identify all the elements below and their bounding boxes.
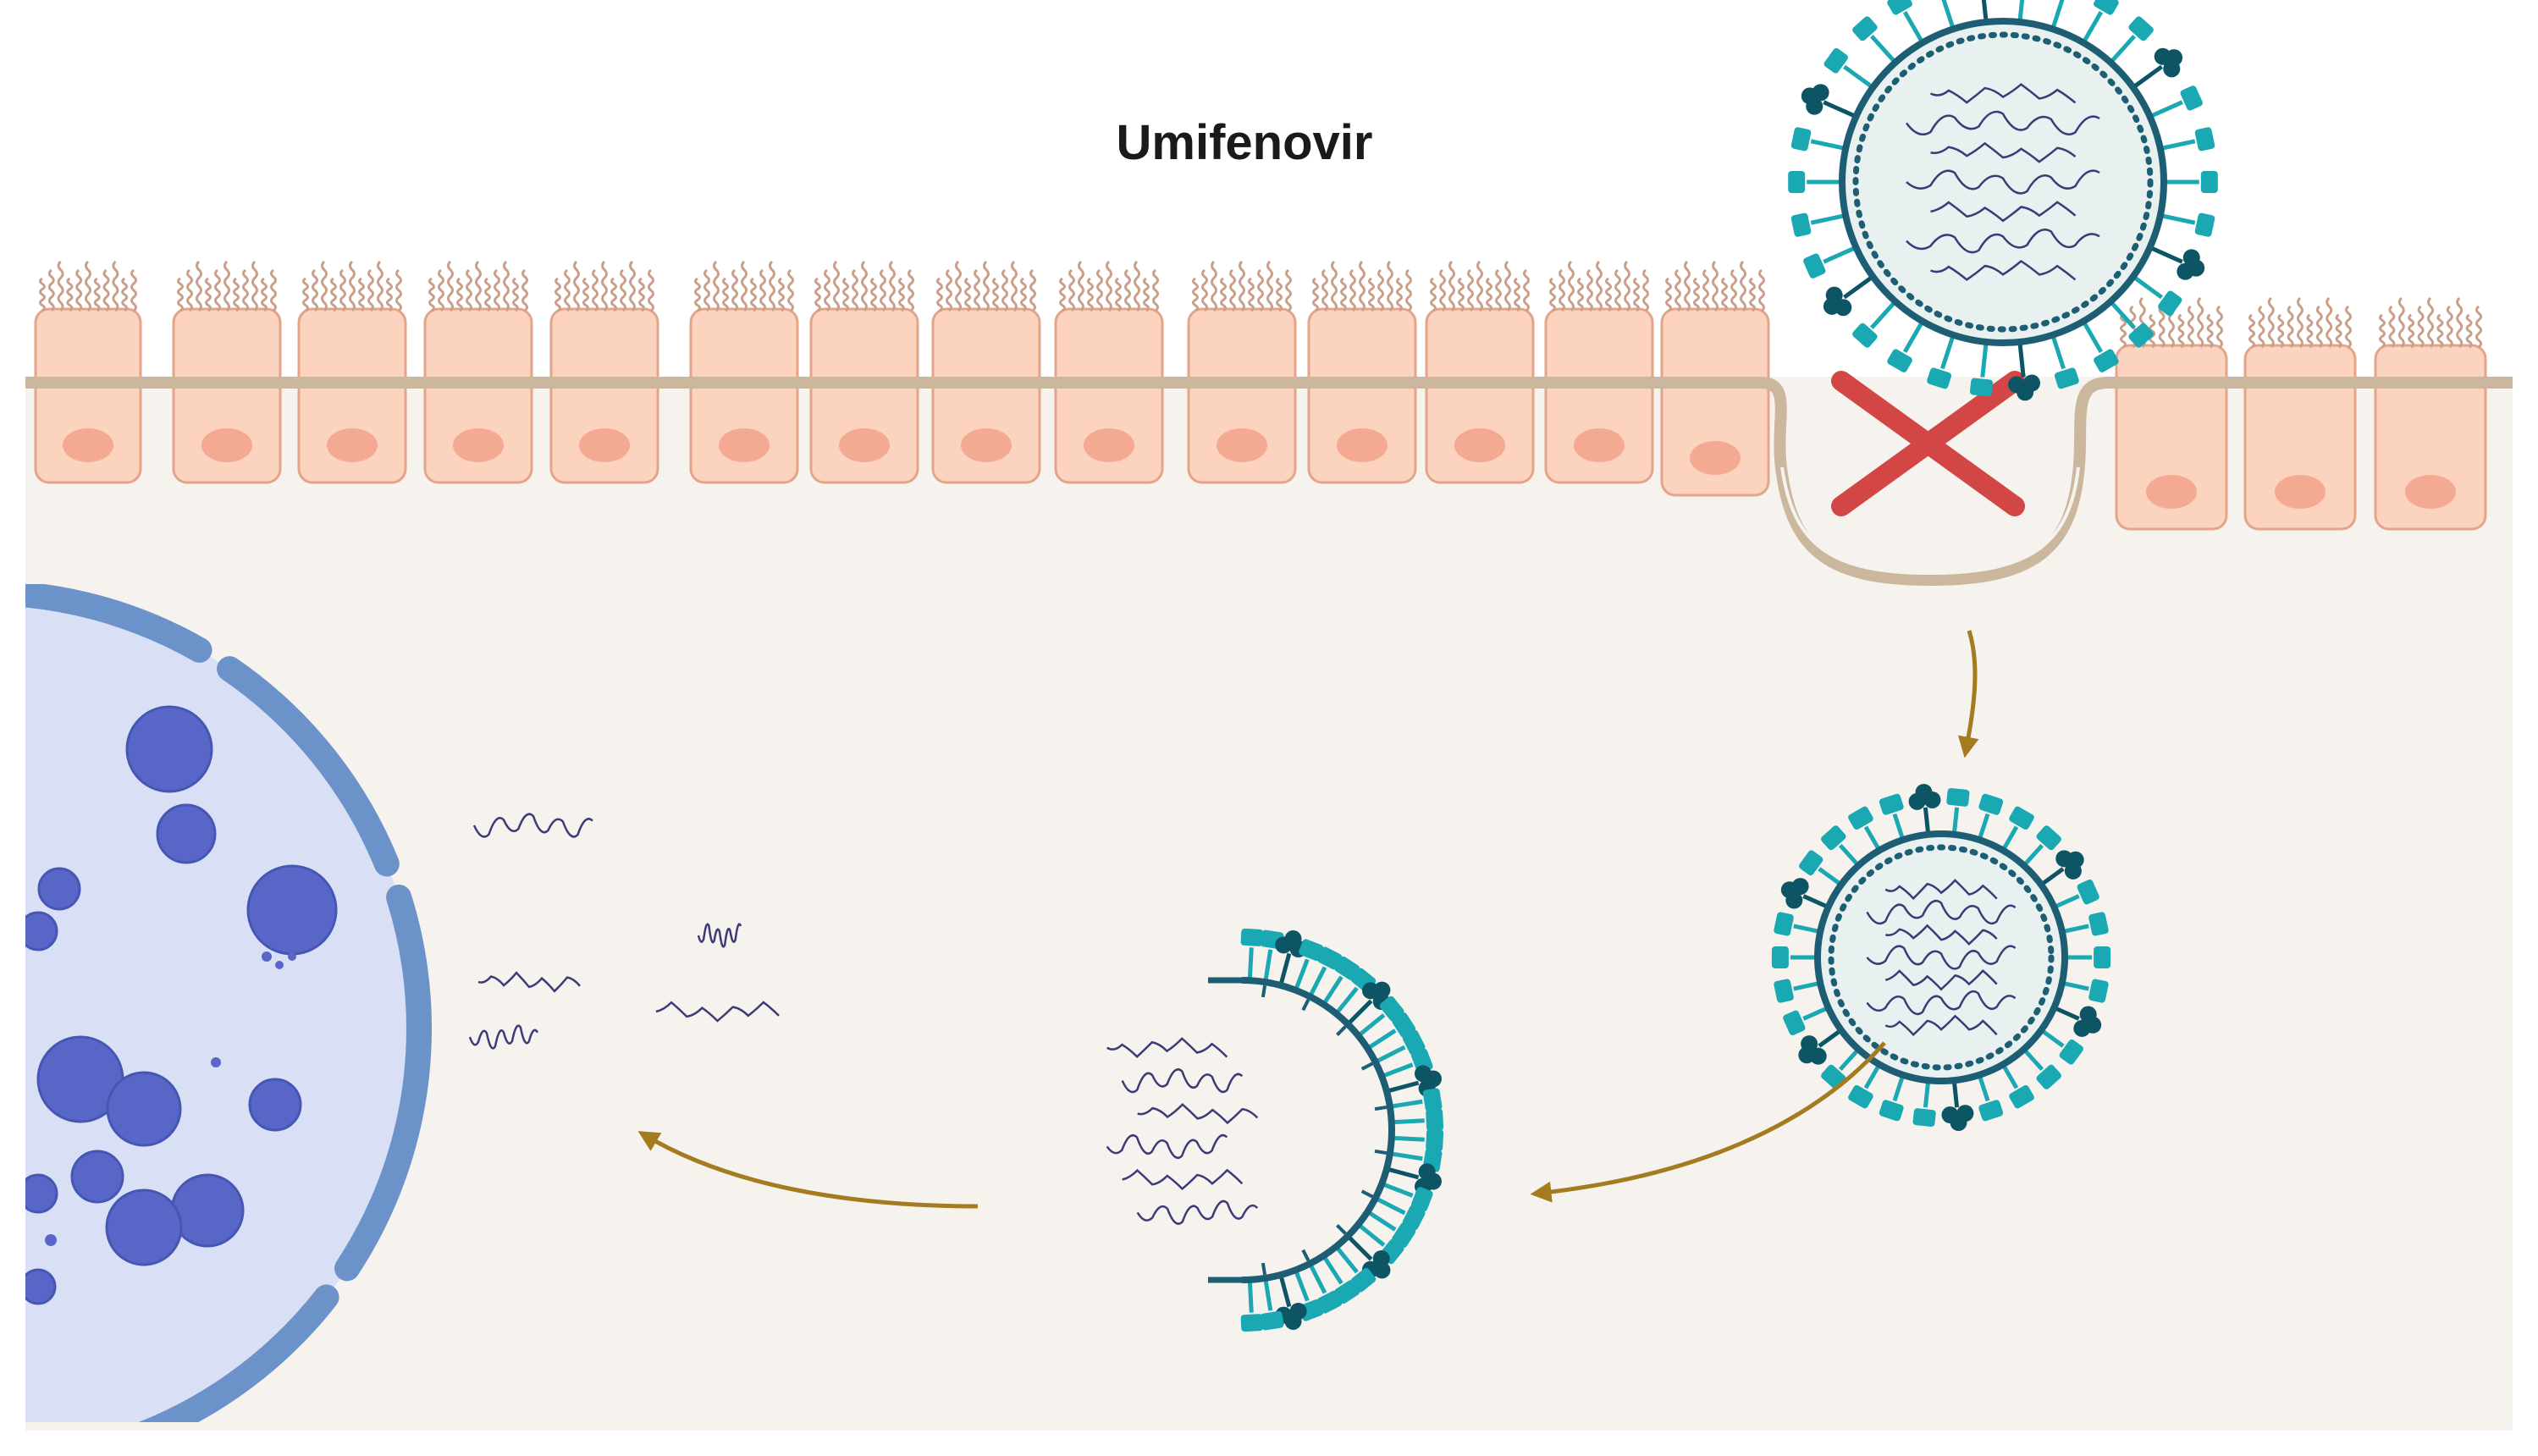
pathway-arrow-icon <box>1530 1041 1886 1203</box>
epithelial-cell <box>1054 260 1164 484</box>
epithelial-cell <box>1187 260 1297 484</box>
cilia <box>554 260 654 312</box>
viral-rna <box>1106 1037 1259 1225</box>
host-nucleus <box>25 584 432 1422</box>
nucleolus <box>37 867 81 911</box>
epithelial-cell <box>689 260 799 484</box>
nucleolus <box>125 705 213 793</box>
influenza-virion-icon <box>1788 0 2218 401</box>
epithelial-cell <box>549 260 659 484</box>
cilia <box>1059 260 1159 312</box>
epithelial-cell <box>931 260 1041 484</box>
cilia <box>1312 260 1412 312</box>
cilia <box>1430 260 1530 312</box>
epithelial-cell <box>1307 260 1417 484</box>
drug-label: Umifenovir <box>1117 115 1373 170</box>
nucleolus <box>25 1173 58 1214</box>
nucleolus <box>70 1150 124 1204</box>
epithelial-cell <box>809 260 919 484</box>
cilia <box>2379 296 2482 349</box>
nucleolus <box>106 1071 182 1147</box>
nucleolus <box>156 803 217 864</box>
nucleoli <box>25 705 338 1305</box>
epithelial-cell <box>172 260 282 484</box>
nucleolus <box>246 864 338 956</box>
cilia <box>2248 296 2352 349</box>
nucleolus <box>25 911 58 951</box>
cilia <box>1549 260 1649 312</box>
viral-rna <box>1866 879 2017 1037</box>
epithelial-cell <box>423 260 533 484</box>
epithelial-cell-layer <box>34 260 2487 531</box>
influenza-virion-icon <box>1771 783 2111 1132</box>
epithelial-cell <box>1425 260 1535 484</box>
nucleolus <box>25 1268 57 1305</box>
cilia <box>1665 260 1765 312</box>
epithelial-cell <box>1544 260 1654 484</box>
cytoplasm-background <box>25 377 2513 1431</box>
epithelial-cell <box>34 260 142 484</box>
cilia <box>302 260 402 312</box>
cilia <box>428 260 528 312</box>
nucleolus <box>248 1078 302 1132</box>
plasma-membrane <box>25 377 2513 587</box>
viral-rna-fragments <box>468 813 780 1050</box>
cilia <box>177 260 277 312</box>
pathway-arrow-icon <box>1957 630 1979 758</box>
cilia <box>39 260 137 312</box>
pathway-arrow-icon <box>637 1131 979 1209</box>
viral-rna <box>1905 83 2100 282</box>
cilia <box>694 260 794 312</box>
epithelial-cell <box>297 260 407 484</box>
nucleolus <box>170 1173 245 1248</box>
cilia <box>814 260 914 312</box>
uncoating-virion-icon <box>1106 928 1444 1332</box>
cilia <box>1192 260 1292 312</box>
cilia <box>936 260 1036 312</box>
epithelial-cell <box>2115 296 2228 531</box>
epithelial-cell <box>1660 260 1770 497</box>
red-x-icon <box>1831 371 2025 516</box>
epithelial-cell <box>2243 296 2357 531</box>
nucleolus <box>105 1189 183 1266</box>
epithelial-cell <box>2374 296 2487 531</box>
